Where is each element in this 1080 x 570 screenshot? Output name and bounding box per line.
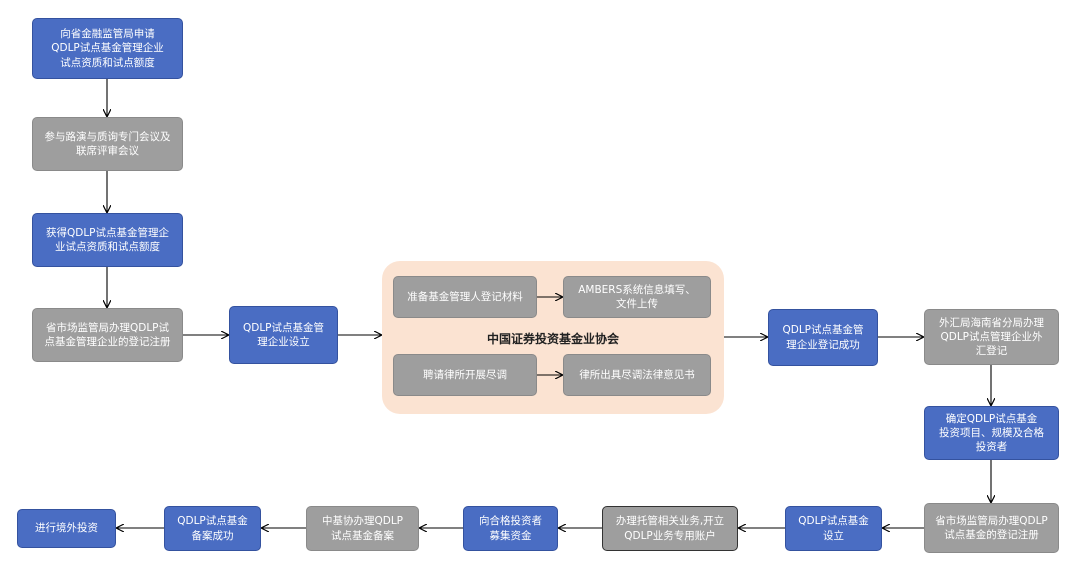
node-roadshow: 参与路演与质询专门会议及 联席评审会议 xyxy=(32,117,183,171)
node-amac-filing: 中基协办理QDLP 试点基金备案 xyxy=(306,506,419,551)
node-fund-registration: 省市场监管局办理QDLP 试点基金的登记注册 xyxy=(924,503,1059,553)
node-mgmt-registered: QDLP试点基金管 理企业登记成功 xyxy=(768,309,878,366)
node-hire-law: 聘请律所开展尽调 xyxy=(393,354,537,396)
node-custody: 办理托管相关业务,开立 QDLP业务专用账户 xyxy=(602,506,738,551)
node-prep-materials: 准备基金管理人登记材料 xyxy=(393,276,537,318)
node-market-registration: 省市场监管局办理QDLP试 点基金管理企业的登记注册 xyxy=(32,308,183,362)
node-ambers: AMBERS系统信息填写、 文件上传 xyxy=(563,276,711,318)
node-determine-projects: 确定QDLP试点基金 投资项目、规模及合格 投资者 xyxy=(924,406,1059,460)
node-fund-setup: QDLP试点基金 设立 xyxy=(785,506,882,551)
association-label: 中国证券投资基金业协会 xyxy=(486,332,619,346)
node-raise-funds: 向合格投资者 募集资金 xyxy=(463,506,558,551)
node-filing-success: QDLP试点基金 备案成功 xyxy=(164,506,261,551)
node-mgmt-setup: QDLP试点基金管 理企业设立 xyxy=(229,306,338,364)
node-forex-registration: 外汇局海南省分局办理 QDLP试点管理企业外 汇登记 xyxy=(924,309,1059,365)
node-apply: 向省金融监管局申请 QDLP试点基金管理企业 试点资质和试点额度 xyxy=(32,18,183,79)
node-legal-opinion: 律所出具尽调法律意见书 xyxy=(563,354,711,396)
node-obtain: 获得QDLP试点基金管理企 业试点资质和试点额度 xyxy=(32,213,183,267)
node-overseas-investment: 进行境外投资 xyxy=(17,509,116,548)
